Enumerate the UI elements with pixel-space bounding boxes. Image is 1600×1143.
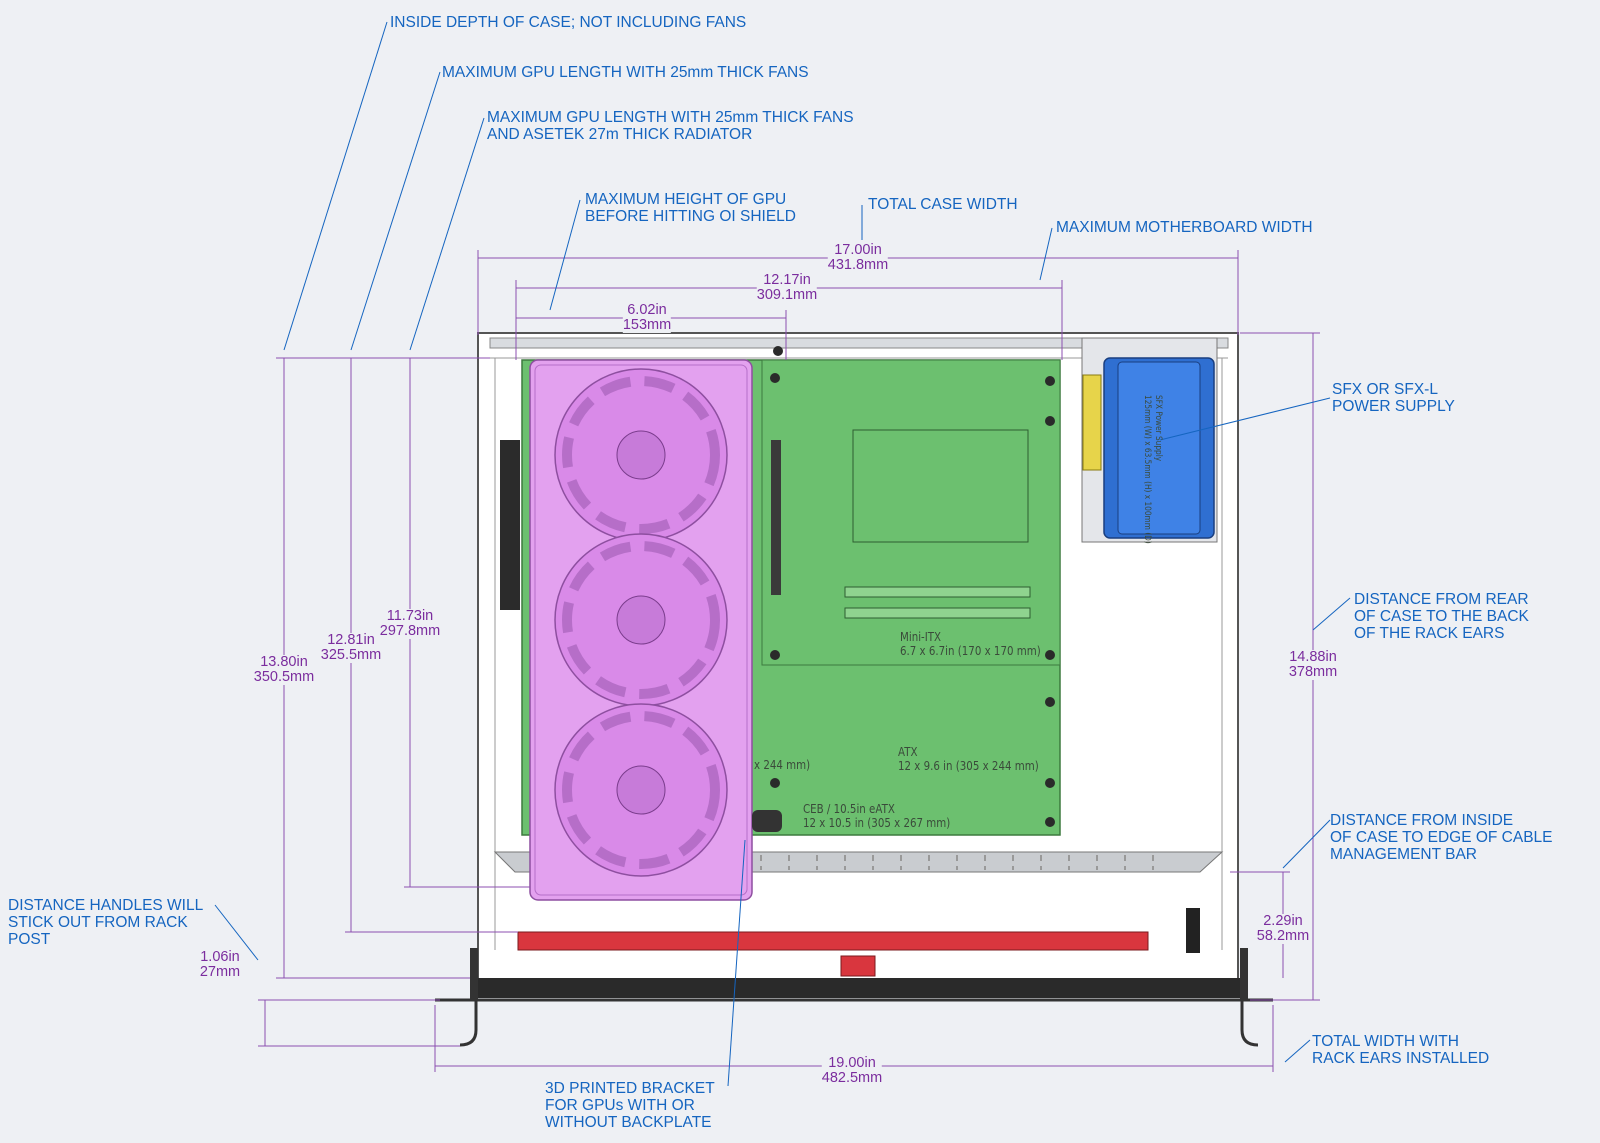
note-total-case-width: TOTAL CASE WIDTH — [868, 196, 1018, 213]
note-inside-depth: INSIDE DEPTH OF CASE; NOT INCLUDING FANS — [390, 14, 747, 31]
dim-mobo-width: 12.17in 309.1mm — [756, 272, 818, 303]
note-gpu-length-radiator: MAXIMUM GPU LENGTH WITH 25mm THICK FANS … — [487, 109, 854, 143]
note-bracket: 3D PRINTED BRACKET FOR GPUs WITH OR WITH… — [545, 1080, 715, 1131]
power-supply — [1081, 337, 1218, 543]
gpu-fan-2 — [554, 533, 728, 707]
note-gpu-height: MAXIMUM HEIGHT OF GPU BEFORE HITTING OI … — [585, 191, 796, 225]
note-max-motherboard-width: MAXIMUM MOTHERBOARD WIDTH — [1056, 219, 1313, 236]
dim-case-width: 17.00in 431.8mm — [827, 242, 889, 273]
dim-rear-to-ears: 14.88in 378mm — [1288, 649, 1338, 680]
gpu-bracket — [752, 810, 782, 832]
dim-cable-bar: 2.29in 58.2mm — [1256, 913, 1310, 944]
label-matx-partial: x 244 mm) — [754, 757, 811, 772]
dim-total-width: 19.00in 482.5mm — [821, 1055, 883, 1086]
note-handles: DISTANCE HANDLES WILL STICK OUT FROM RAC… — [8, 897, 204, 948]
dim-gpu-length-fans: 12.81in 325.5mm — [320, 632, 382, 663]
note-rear-to-ears: DISTANCE FROM REAR OF CASE TO THE BACK O… — [1354, 591, 1529, 642]
label-mini-itx: Mini-ITX 6.7 x 6.7in (170 x 170 mm) — [900, 629, 1041, 658]
dim-gpu-length-radiator: 11.73in 297.8mm — [379, 608, 441, 639]
note-inside-to-cable-bar: DISTANCE FROM INSIDE OF CASE TO EDGE OF … — [1330, 812, 1553, 863]
note-gpu-length-fans: MAXIMUM GPU LENGTH WITH 25mm THICK FANS — [442, 64, 809, 81]
dim-handles: 1.06in 27mm — [199, 949, 241, 980]
rack-ears — [435, 948, 1273, 1047]
note-width-with-ears: TOTAL WIDTH WITH RACK EARS INSTALLED — [1312, 1033, 1490, 1067]
front-fans — [517, 908, 1200, 977]
label-psu: SFX Power Supply 125mm (W) x 63.5mm (H) … — [1142, 395, 1163, 544]
leader-lines — [214, 21, 1351, 1087]
label-ceb: CEB / 10.5in eATX 12 x 10.5 in (305 x 26… — [803, 801, 951, 830]
dim-inside-depth: 13.80in 350.5mm — [253, 654, 315, 685]
gpu-fan-1 — [554, 368, 728, 542]
dim-gpu-height: 6.02in 153mm — [622, 302, 672, 333]
gpu-fan-3 — [554, 703, 728, 877]
label-atx: ATX 12 x 9.6 in (305 x 244 mm) — [898, 744, 1039, 773]
note-psu: SFX OR SFX-L POWER SUPPLY — [1332, 381, 1455, 415]
